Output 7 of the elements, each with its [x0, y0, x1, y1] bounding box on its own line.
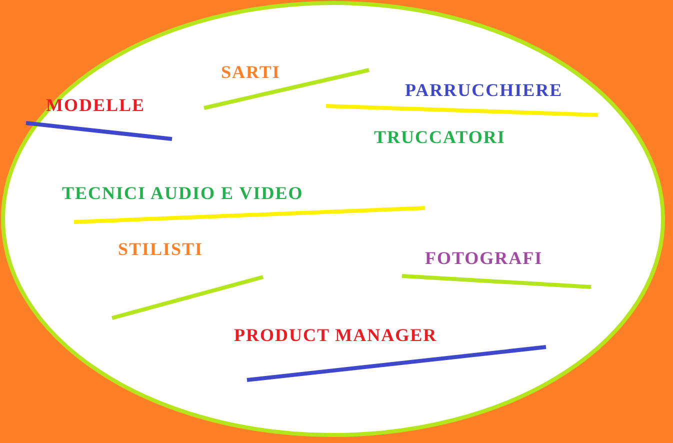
role-label: TECNICI AUDIO E VIDEO: [62, 183, 304, 203]
role-label: SARTI: [221, 62, 280, 82]
role-label: PRODUCT MANAGER: [234, 325, 438, 345]
role-label: FOTOGRAFI: [425, 248, 543, 268]
role-label: TRUCCATORI: [374, 127, 506, 147]
role-label: PARRUCCHIERE: [405, 80, 563, 100]
role-label: STILISTI: [118, 239, 204, 259]
